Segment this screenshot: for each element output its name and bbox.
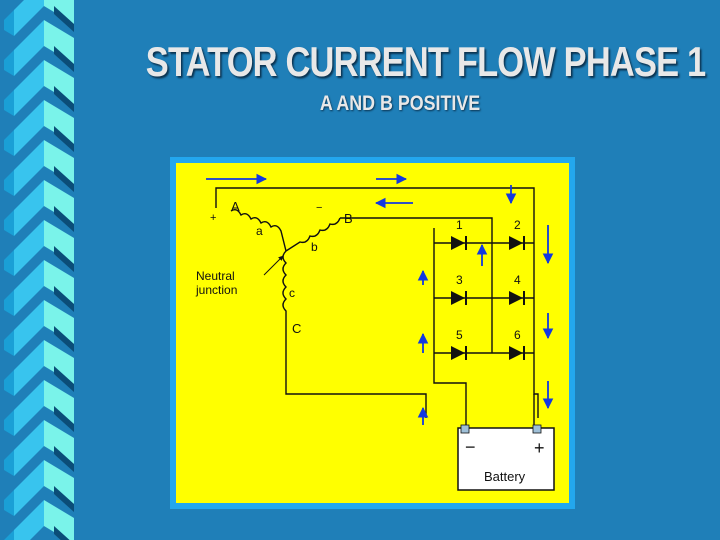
terminal-a-lower-label: a bbox=[256, 224, 263, 238]
diode-1-label: 1 bbox=[456, 218, 463, 232]
diode-3-label: 3 bbox=[456, 273, 463, 287]
neutral-label-line2: junction bbox=[195, 283, 237, 297]
circuit-diagram-frame: − + Battery A + a B − b c C Neutral junc… bbox=[170, 157, 575, 509]
terminal-A-plus-label: + bbox=[210, 212, 216, 224]
battery-label: Battery bbox=[484, 469, 526, 484]
terminal-b-lower-label: b bbox=[311, 240, 318, 254]
neutral-pointer bbox=[263, 255, 284, 276]
terminal-B-label: B bbox=[344, 211, 353, 226]
wiring bbox=[215, 187, 539, 433]
terminal-A-label: A bbox=[231, 199, 240, 214]
battery-plus-label: + bbox=[534, 438, 545, 458]
diode-5-label: 5 bbox=[456, 328, 463, 342]
coil-b bbox=[285, 217, 341, 252]
coil-a bbox=[230, 208, 287, 252]
circuit-diagram: − + Battery A + a B − b c C Neutral junc… bbox=[176, 163, 569, 503]
coil-c bbox=[282, 250, 287, 323]
battery-minus-label: − bbox=[465, 437, 476, 457]
terminal-C-label: C bbox=[292, 321, 301, 336]
diode-6-label: 6 bbox=[514, 328, 521, 342]
diode-symbols bbox=[451, 236, 525, 360]
current-flow-arrows bbox=[206, 173, 554, 425]
decorative-ribbon bbox=[0, 0, 90, 540]
terminal-B-minus-label: − bbox=[316, 202, 322, 214]
diode-4-label: 4 bbox=[514, 273, 521, 287]
neutral-label-line1: Neutral bbox=[196, 269, 235, 283]
slide-subtitle: A AND B POSITIVE bbox=[319, 92, 481, 115]
slide-title: STATOR CURRENT FLOW PHASE 1 bbox=[145, 38, 706, 85]
diode-2-label: 2 bbox=[514, 218, 521, 232]
terminal-c-lower-label: c bbox=[289, 286, 295, 300]
battery bbox=[457, 424, 555, 491]
